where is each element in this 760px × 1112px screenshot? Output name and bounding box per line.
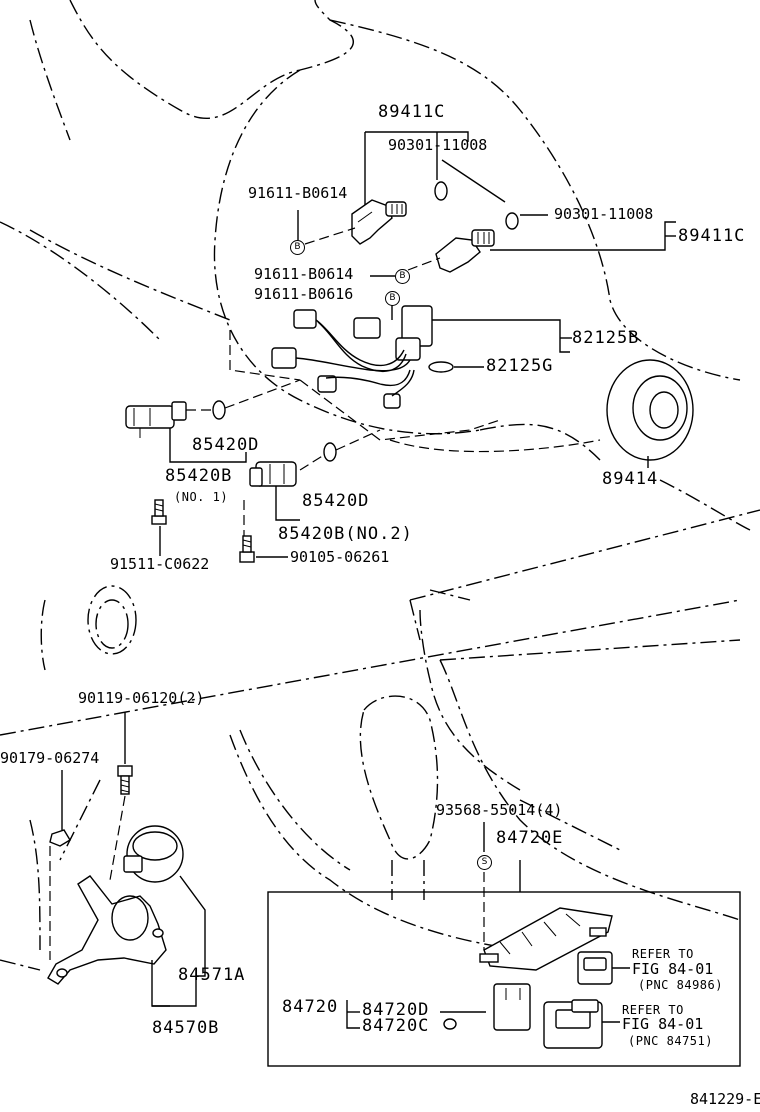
speed-sensor-89411c-right	[435, 229, 495, 273]
refer-84751-line3: (PNC 84751)	[628, 1034, 713, 1048]
switch-inset-box	[267, 891, 741, 1067]
harness-82125b	[271, 305, 433, 409]
callout-84720c: 84720C	[362, 1016, 430, 1036]
leader-lines-inset	[346, 967, 630, 1029]
marker-b-3: B	[385, 291, 400, 306]
callout-82125b: 82125B	[572, 328, 640, 348]
callout-no1: (NO. 1)	[174, 490, 229, 504]
switch-84986	[577, 951, 613, 985]
callout-85420d-left: 85420D	[192, 435, 260, 455]
callout-90301-11008-right: 90301-11008	[554, 205, 654, 223]
switch-84571a	[123, 825, 184, 883]
bracket-84570b	[47, 875, 167, 985]
callout-90179-06274: 90179-06274	[0, 749, 100, 767]
callout-84720d: 84720D	[362, 1000, 430, 1020]
switch-84751	[543, 999, 603, 1049]
shift-knob	[359, 695, 439, 900]
o-ring-85420d-left	[212, 400, 226, 420]
bulb-84720c	[443, 1018, 457, 1030]
refer-84751-line1: REFER TO	[622, 1003, 684, 1017]
callout-91511-c0622: 91511-C0622	[110, 555, 210, 573]
callout-91611-b0614-mid: 91611-B0614	[254, 265, 354, 283]
transmission-housing-outline	[0, 0, 751, 531]
o-ring-85420d-right	[323, 442, 337, 462]
callout-89411c-top: 89411C	[378, 102, 446, 122]
switch-panel-84720e	[479, 907, 613, 971]
callout-84720: 84720	[282, 997, 339, 1017]
callout-85420b-left: 85420B	[165, 466, 233, 486]
callout-84571a: 84571A	[178, 965, 246, 985]
callout-89411c-right: 89411C	[678, 226, 746, 246]
o-ring-90301-right	[505, 212, 519, 230]
bolt-90105	[239, 535, 255, 563]
clip-90179	[49, 829, 71, 847]
callout-85420b-no2: 85420B(NO.2)	[278, 524, 413, 544]
callout-89414: 89414	[602, 469, 659, 489]
o-ring-82125g	[428, 361, 454, 373]
figure-code: 841229-E	[690, 1090, 760, 1108]
floor-panel-outline	[0, 509, 760, 971]
refer-84986-line2: FIG 84-01	[632, 960, 714, 978]
callout-90105-06261: 90105-06261	[290, 548, 390, 566]
bolt-91511	[151, 499, 167, 525]
callout-85420d-right: 85420D	[302, 491, 370, 511]
callout-91611-b0616: 91611-B0616	[254, 285, 354, 303]
leader-lines-lower	[49, 712, 521, 1007]
marker-b-2: B	[395, 269, 410, 284]
leader-lines-upper	[159, 131, 676, 558]
callout-90301-11008-top: 90301-11008	[388, 136, 488, 154]
refer-84751-line2: FIG 84-01	[622, 1015, 704, 1033]
o-ring-90301-top	[434, 181, 448, 201]
speed-sensor-89411c-top	[351, 199, 407, 245]
marker-s: S	[477, 855, 492, 870]
callout-82125g: 82125G	[486, 356, 554, 376]
callout-91611-b0614-left: 91611-B0614	[248, 184, 348, 202]
callout-93568-55014: 93568-55014(4)	[436, 801, 563, 819]
switch-84720d	[493, 983, 531, 1031]
solenoid-85420b-no2	[249, 461, 297, 487]
solenoid-85420b-no1	[125, 401, 187, 438]
callout-84570b: 84570B	[152, 1018, 220, 1038]
refer-84986-line3: (PNC 84986)	[638, 978, 723, 992]
callout-84720e: 84720E	[496, 828, 564, 848]
marker-b-1: B	[290, 240, 305, 255]
callout-90119-06120: 90119-06120(2)	[78, 689, 205, 707]
cover-89414	[606, 359, 694, 461]
refer-84986-line1: REFER TO	[632, 947, 694, 961]
bolt-90119	[117, 765, 133, 795]
